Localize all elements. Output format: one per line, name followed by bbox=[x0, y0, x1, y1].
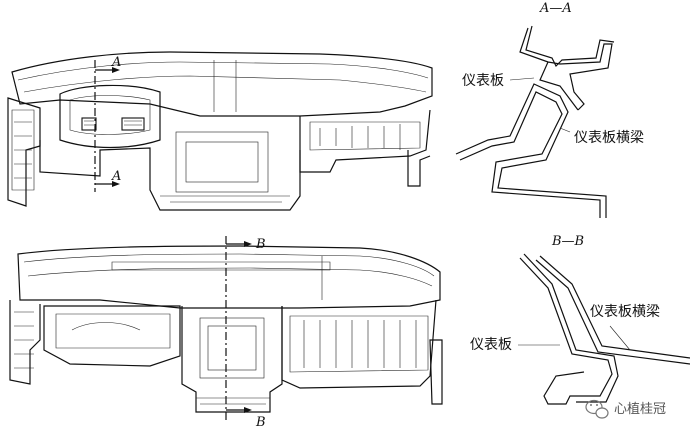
top-dashboard-drawing bbox=[7, 51, 433, 211]
wechat-icon bbox=[585, 399, 609, 419]
watermark: 心植桂冠 bbox=[585, 399, 666, 419]
bottom-dashboard-drawing bbox=[9, 245, 443, 413]
section-a-panel-label: 仪表板 bbox=[462, 73, 504, 89]
section-b-panel-label: 仪表板 bbox=[470, 337, 512, 353]
cut-a-top-label: A bbox=[111, 55, 121, 70]
section-b-detail: B—B 仪表板 仪表板横梁 bbox=[470, 234, 690, 405]
section-a-beam-label: 仪表板横梁 bbox=[574, 130, 644, 146]
section-b-beam-label: 仪表板横梁 bbox=[590, 304, 660, 320]
section-b-title: B—B bbox=[551, 234, 584, 249]
section-a-title: A—A bbox=[539, 1, 572, 16]
cut-b-bottom-label: B bbox=[255, 415, 266, 430]
cut-line-b: B B bbox=[225, 236, 266, 430]
cut-b-top-label: B bbox=[255, 237, 266, 252]
section-a-detail: A—A 仪表板 仪表板横梁 bbox=[455, 1, 644, 218]
cut-line-a: A A bbox=[94, 55, 121, 192]
watermark-text: 心植桂冠 bbox=[614, 402, 666, 417]
cut-a-bottom-label: A bbox=[111, 169, 121, 184]
